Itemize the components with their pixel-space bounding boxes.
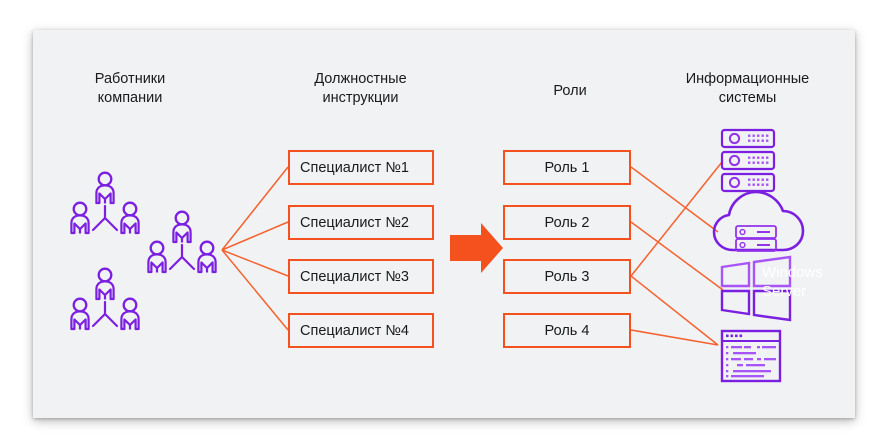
column-header-employees: Работники компании [94, 71, 166, 106]
job-description-box-4[interactable]: Специалист №4 [288, 313, 434, 348]
employee-group-1 [71, 173, 138, 234]
cloud-server-icon [712, 190, 805, 252]
diagram-card [33, 30, 855, 418]
server-rack-icon [720, 128, 776, 193]
windows-server-label: Windows Server [762, 264, 823, 300]
role-box-2[interactable]: Роль 2 [503, 205, 631, 240]
windows-server-icon [720, 255, 792, 322]
employee-group-3 [148, 212, 215, 273]
connector-roles-to-systems [630, 161, 724, 346]
column-header-information-systems: Информационные системы [685, 71, 810, 106]
job-description-box-3[interactable]: Специалист №3 [288, 259, 434, 294]
employee-group-2 [71, 269, 138, 330]
role-box-4[interactable]: Роль 4 [503, 313, 631, 348]
job-description-box-2[interactable]: Специалист №2 [288, 205, 434, 240]
column-header-roles: Роли [553, 83, 587, 99]
connector-employees-to-jobdesc [221, 166, 289, 331]
job-description-box-1[interactable]: Специалист №1 [288, 150, 434, 185]
orange-right-arrow-icon [450, 223, 503, 273]
column-header-job-descriptions: Должностные инструкции [314, 71, 407, 106]
role-box-1[interactable]: Роль 1 [503, 150, 631, 185]
code-terminal-icon [720, 329, 782, 383]
role-box-3[interactable]: Роль 3 [503, 259, 631, 294]
